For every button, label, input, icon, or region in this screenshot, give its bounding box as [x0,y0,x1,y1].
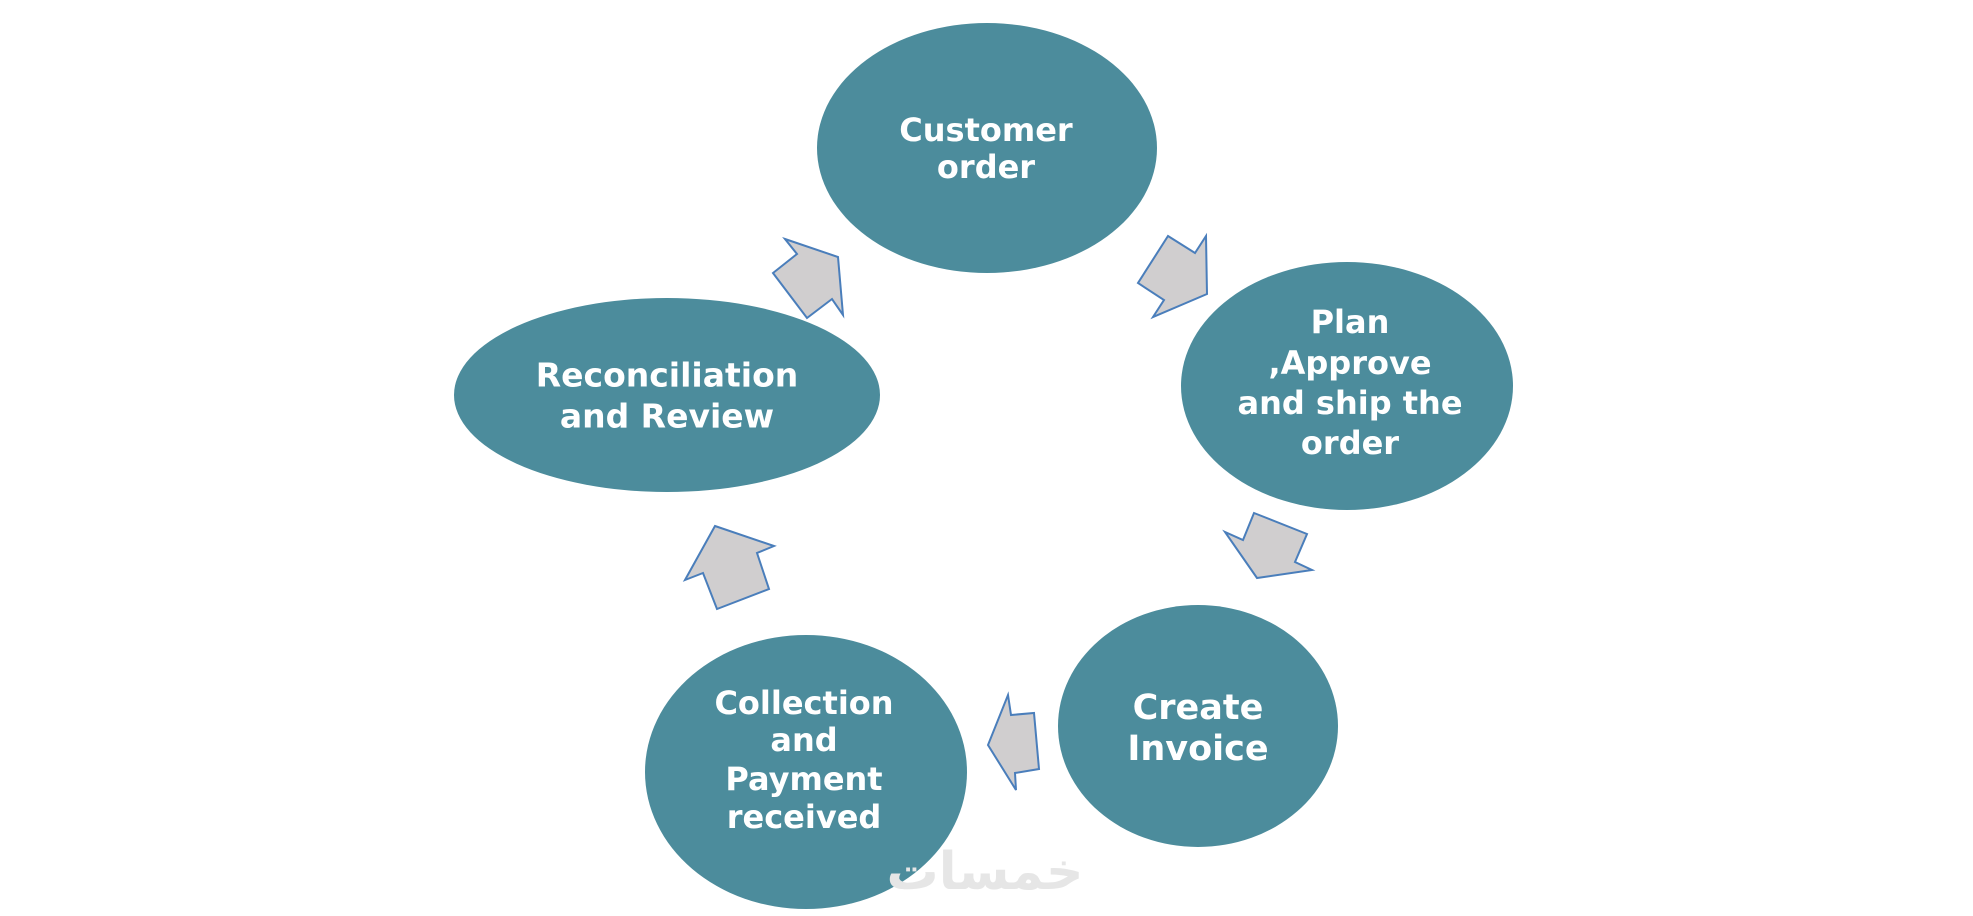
node-label-line: order [937,148,1035,186]
node-plan-approve-ship: Plan ,Approve and ship the order [1181,262,1513,510]
node-customer-order: Customer order [817,23,1157,273]
arrow-invoice-to-collection [986,691,1041,791]
arrow-customer-to-plan [1136,232,1209,320]
node-shape [454,298,880,492]
node-label-line: order [1301,424,1399,462]
node-create-invoice: Create Invoice [1058,605,1338,847]
node-label-line: Customer [899,111,1073,149]
arrow-plan-to-invoice [1222,511,1316,580]
arrow-collection-to-reconciliation [682,524,777,611]
node-shape [1181,262,1513,510]
node-label-line: ,Approve [1268,344,1431,382]
node-collection-payment: Collection and Payment received [645,635,967,909]
node-label-line: and ship the [1237,384,1462,422]
node-shape [1058,605,1338,847]
node-label-line: Reconciliation [536,356,799,395]
node-label-line: and Review [560,397,774,436]
node-reconciliation-review: Reconciliation and Review [454,298,880,492]
node-label-line: Plan [1311,303,1390,341]
node-shape [817,23,1157,273]
watermark-logo: خمسات [886,842,1083,902]
node-label-line: and [770,721,837,759]
node-label-line: Invoice [1127,729,1268,769]
node-label-line: received [727,798,882,836]
node-shape [645,635,967,909]
node-label-line: Create [1133,688,1264,728]
arrow-reconciliation-to-customer [771,236,845,320]
node-label-line: Collection [714,684,893,722]
node-label-line: Payment [725,760,882,798]
